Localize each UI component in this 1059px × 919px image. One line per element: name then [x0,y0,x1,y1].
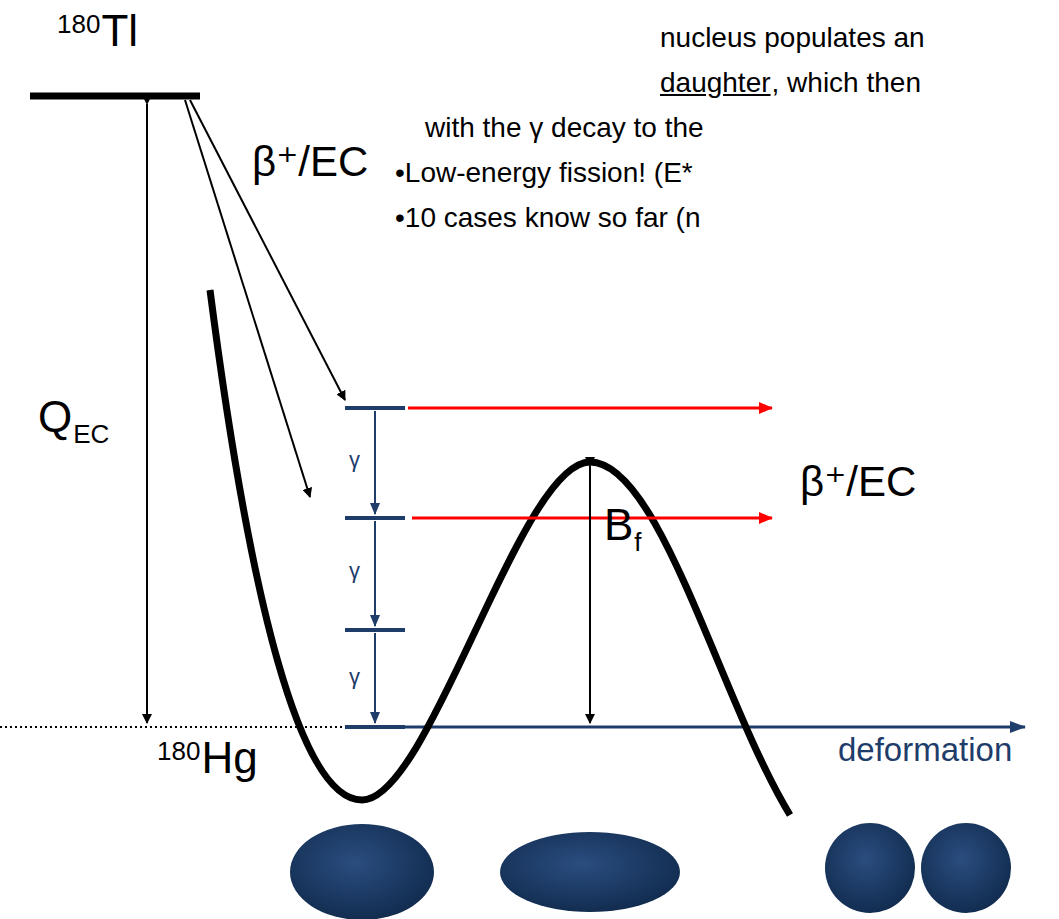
fragment-shape [825,823,915,913]
gamma-label: γ [349,447,360,472]
note-text: •Low-energy fission! (E* [395,157,693,189]
gamma-label: γ [349,664,360,689]
element-symbol: Hg [201,733,257,784]
ground-line [0,726,345,728]
axis-label: deformation [838,731,1012,769]
q-symbol: Q [38,392,72,443]
decay-label: β⁺/EC [800,458,916,506]
nucleus-shape [290,824,434,919]
parent-level [30,93,200,100]
barrier-symbol: B [604,500,633,551]
note-text: with the γ decay to the [425,112,704,144]
barrier-subscript: f [634,528,641,558]
decay-label: β⁺/EC [252,138,368,186]
fission-arrow [408,407,772,410]
deformation-axis [405,726,1025,729]
q-arrow [146,104,148,723]
note-text: •10 cases know so far (n [395,202,701,234]
element-symbol: Tl [101,6,138,57]
nucleus-shape [500,832,680,912]
note-text: daughter [660,67,771,99]
note-text: , which then [772,67,921,99]
q-subscript: EC [73,420,109,450]
note-text: nucleus populates an [660,22,925,54]
mass-number: 180 [57,10,100,40]
mass-number: 180 [157,737,200,767]
fragment-shape [921,823,1011,913]
potential-curve [210,290,790,815]
fission-arrow [412,517,772,520]
gamma-arrows [374,411,376,723]
levels [345,408,405,727]
gamma-label: γ [349,558,360,583]
barrier-arrow [589,466,591,723]
